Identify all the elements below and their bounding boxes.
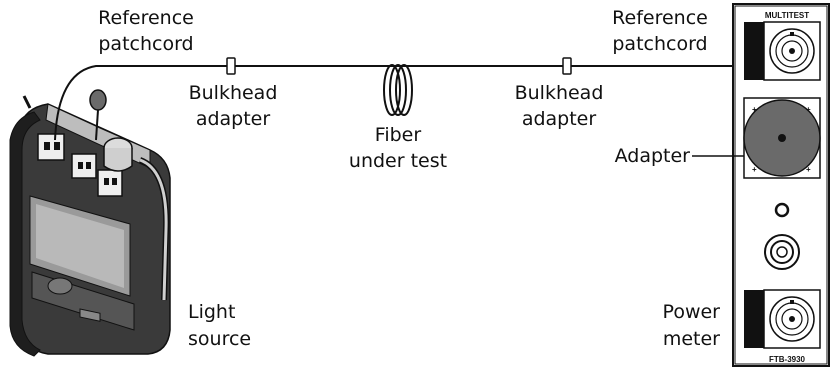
label-light-1: Light bbox=[188, 301, 235, 323]
label-reference-patchcord-right: Reference patchcord bbox=[612, 7, 708, 55]
bulkhead-adapter-left-icon bbox=[226, 57, 236, 75]
label-fiber-2: under test bbox=[349, 150, 447, 172]
label-bulkhead-right: Bulkhead adapter bbox=[515, 82, 604, 130]
label-power-1: Power bbox=[663, 301, 721, 323]
module-bottom-label: FTB-3930 bbox=[769, 355, 806, 364]
label-bulk-left-1: Bulkhead bbox=[189, 82, 278, 104]
svg-text:+: + bbox=[806, 105, 811, 114]
svg-text:+: + bbox=[752, 165, 757, 174]
label-ref-right-1: Reference bbox=[612, 7, 708, 29]
label-power-2: meter bbox=[663, 328, 720, 350]
svg-text:+: + bbox=[806, 165, 811, 174]
svg-text:+: + bbox=[752, 105, 757, 114]
label-fiber-under-test: Fiber under test bbox=[349, 124, 447, 172]
light-source-icon bbox=[9, 89, 171, 357]
fiber-coil-icon bbox=[383, 64, 413, 116]
label-reference-patchcord-left: Reference patchcord bbox=[98, 7, 194, 55]
power-meter-icon: + + + + bbox=[732, 3, 830, 367]
label-light-source: Light source bbox=[188, 301, 251, 350]
label-fiber-1: Fiber bbox=[375, 124, 422, 146]
bulkhead-adapter-right-icon bbox=[562, 57, 572, 75]
label-ref-right-2: patchcord bbox=[612, 33, 707, 55]
module-top-label: MULTITEST bbox=[765, 11, 809, 20]
label-bulk-right-1: Bulkhead bbox=[515, 82, 604, 104]
label-bulk-right-2: adapter bbox=[522, 108, 597, 130]
label-adapter: Adapter bbox=[615, 145, 691, 167]
label-ref-left-1: Reference bbox=[98, 7, 194, 29]
label-bulk-left-2: adapter bbox=[196, 108, 271, 130]
label-light-2: source bbox=[188, 328, 251, 350]
label-power-meter: Power meter bbox=[663, 301, 721, 350]
label-ref-left-2: patchcord bbox=[98, 33, 193, 55]
label-bulkhead-left: Bulkhead adapter bbox=[189, 82, 278, 130]
